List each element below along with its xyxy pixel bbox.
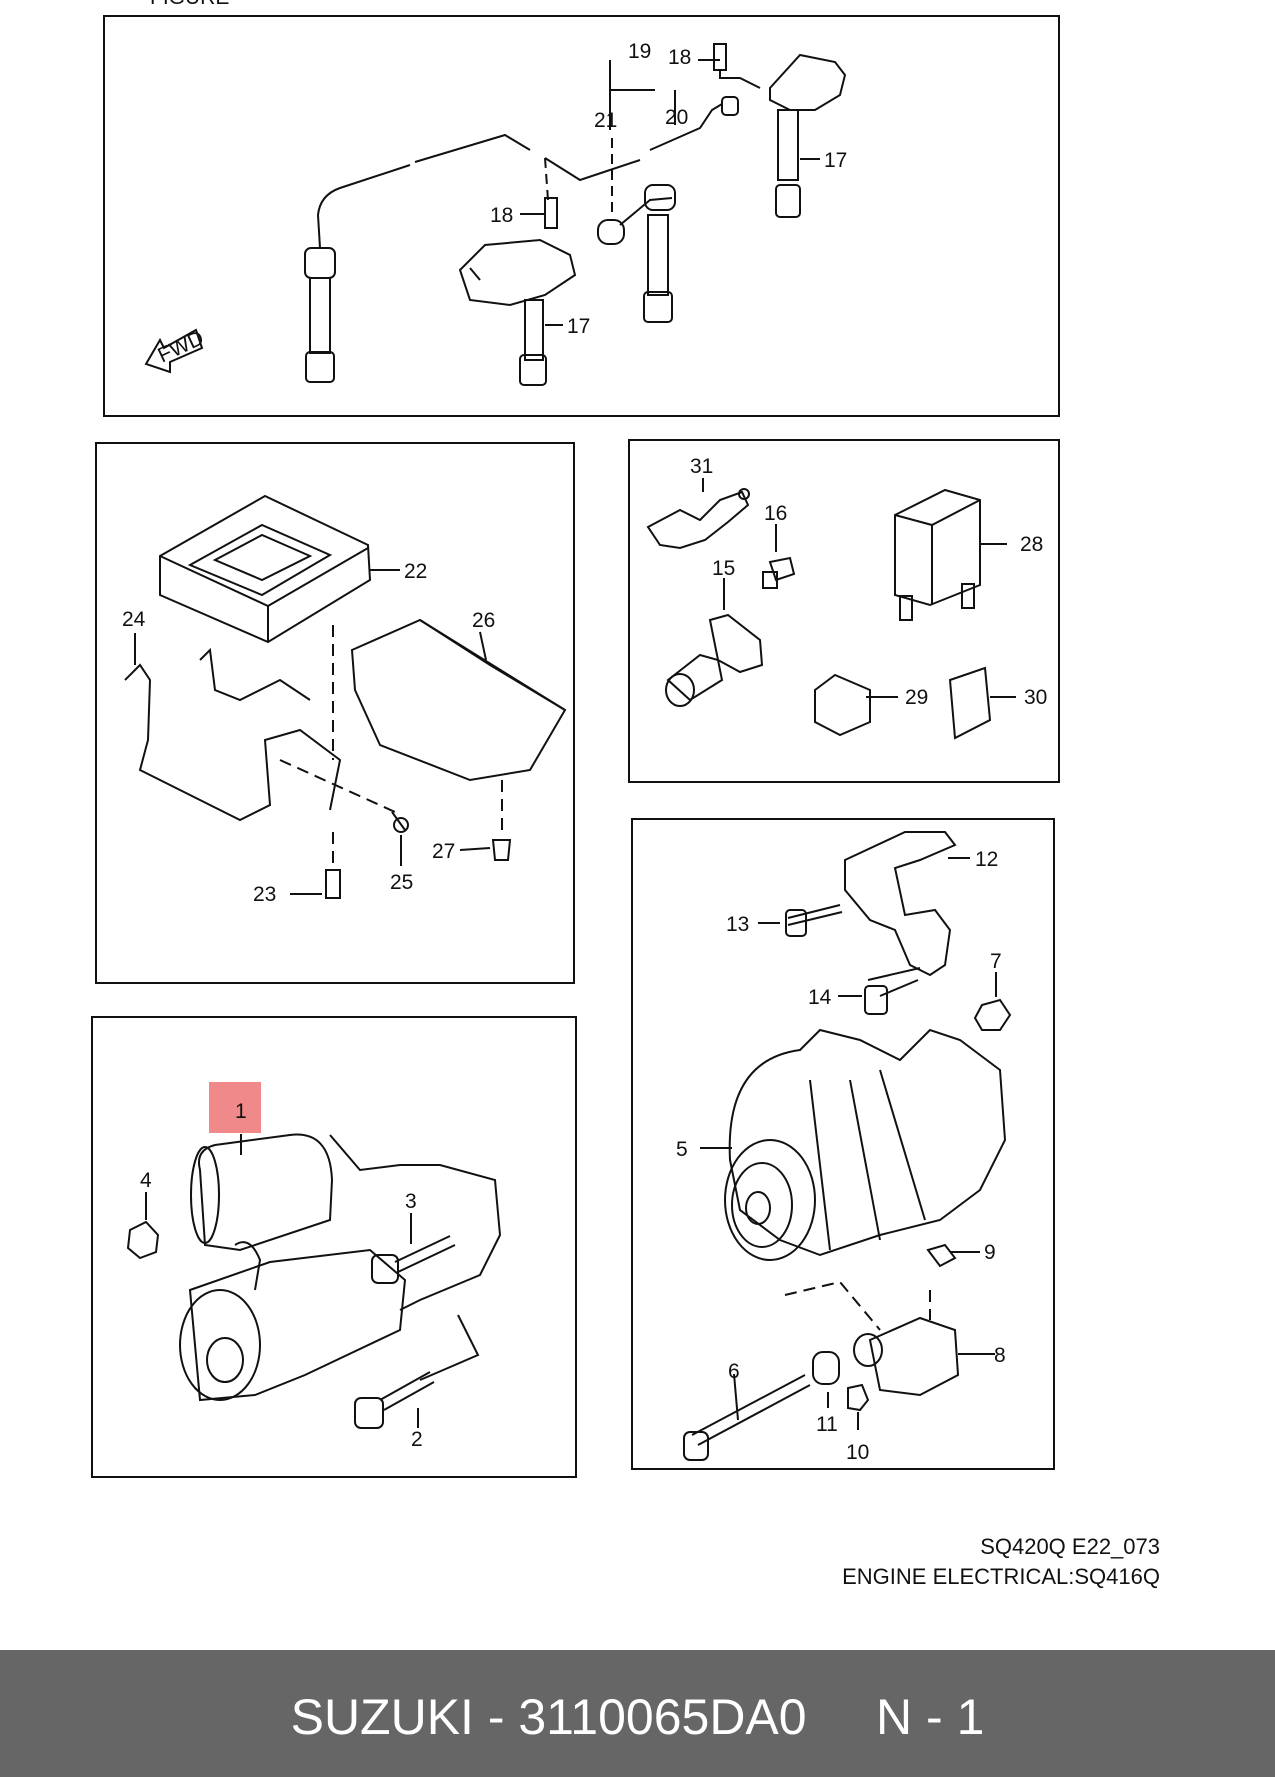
callout-27: 27 — [432, 840, 455, 863]
callout-24: 24 — [122, 608, 146, 631]
footer-part-number: SUZUKI - 3110065DA0 N - 1 — [290, 1689, 985, 1745]
callout-18b: 18 — [490, 204, 513, 227]
callout-14: 14 — [808, 986, 832, 1009]
starter-motor-drawing — [126, 1133, 502, 1429]
alternator-panel — [631, 818, 1055, 1470]
callout-26: 26 — [472, 609, 495, 632]
callout-6: 6 — [728, 1360, 740, 1383]
callout-12: 12 — [975, 848, 998, 871]
callout-20: 20 — [665, 106, 688, 129]
callout-15: 15 — [712, 557, 735, 580]
callout-30: 30 — [1024, 686, 1047, 709]
parts-diagram: FIGURE — [91, 0, 1060, 1478]
ignition-wiring — [304, 43, 847, 386]
part-1-highlight — [209, 1082, 261, 1133]
callout-29: 29 — [905, 686, 928, 709]
callout-10: 10 — [846, 1441, 869, 1464]
callout-4: 4 — [140, 1169, 152, 1192]
callout-5: 5 — [676, 1138, 688, 1161]
callout-9: 9 — [984, 1241, 996, 1264]
callout-28: 28 — [1020, 533, 1043, 556]
callout-1: 1 — [235, 1100, 247, 1123]
callout-23: 23 — [253, 883, 276, 906]
sensor-panel — [628, 439, 1060, 783]
callout-21: 21 — [594, 109, 617, 132]
figure-header-fragment: FIGURE — [150, 0, 229, 9]
alternator-drawing — [683, 831, 1012, 1461]
callout-19: 19 — [628, 40, 651, 63]
ecm-panel — [95, 442, 575, 984]
callout-8: 8 — [994, 1344, 1006, 1367]
callout-16: 16 — [764, 502, 787, 525]
callout-2: 2 — [411, 1428, 423, 1451]
callout-11: 11 — [816, 1413, 838, 1436]
callout-17a: 17 — [824, 149, 847, 172]
ignition-panel — [103, 15, 1060, 417]
caption-code: SQ420Q E22_073 — [980, 1534, 1160, 1559]
callout-17b: 17 — [567, 315, 590, 338]
fwd-arrow-icon: FWD — [144, 326, 207, 374]
starter-panel — [91, 1016, 577, 1478]
callout-7: 7 — [990, 950, 1002, 973]
callout-18a: 18 — [668, 46, 691, 69]
callout-13: 13 — [726, 913, 749, 936]
callout-22: 22 — [404, 560, 427, 583]
svg-text:FWD: FWD — [154, 326, 207, 367]
ecm-drawing — [124, 494, 567, 899]
callout-25: 25 — [390, 871, 413, 894]
caption-title: ENGINE ELECTRICAL:SQ416Q — [842, 1564, 1160, 1589]
callout-3: 3 — [405, 1190, 417, 1213]
footer-bar: SUZUKI - 3110065DA0 N - 1 — [0, 1650, 1275, 1777]
callout-31: 31 — [690, 455, 713, 478]
sensor-drawings — [646, 488, 992, 740]
